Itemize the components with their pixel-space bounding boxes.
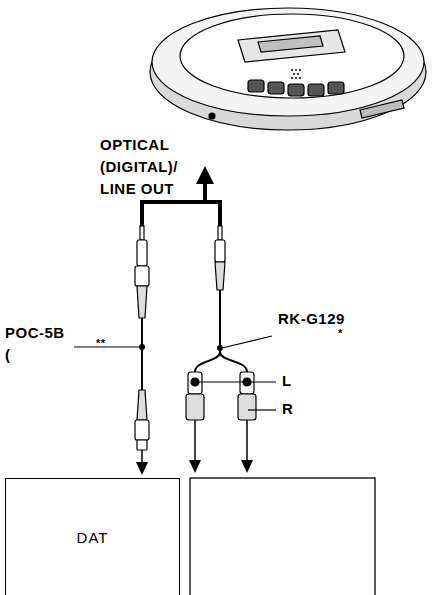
leader-lines xyxy=(74,336,276,410)
device-box: DAT xyxy=(5,478,180,595)
bracket-text: ( xyxy=(5,344,11,366)
device-name: DAT xyxy=(73,525,113,550)
arrow-head xyxy=(136,462,148,475)
arrow-head xyxy=(189,460,201,473)
channel-label: R xyxy=(282,398,293,420)
footnote-mark: * xyxy=(338,326,343,340)
cd-player xyxy=(150,8,426,130)
cable-name: POC-5B xyxy=(5,322,65,344)
cable-name: RK-G129 xyxy=(278,308,345,330)
device-box xyxy=(190,478,375,595)
port-label: OPTICAL (DIGITAL)/ LINE OUT xyxy=(100,134,204,200)
arrow-head xyxy=(241,460,253,473)
speaker-dots xyxy=(291,69,301,79)
arrow-head xyxy=(196,166,214,184)
footnote-mark: ** xyxy=(96,336,106,350)
optical-cable xyxy=(135,226,149,470)
channel-label: L xyxy=(282,370,292,392)
line-cable xyxy=(186,226,256,468)
